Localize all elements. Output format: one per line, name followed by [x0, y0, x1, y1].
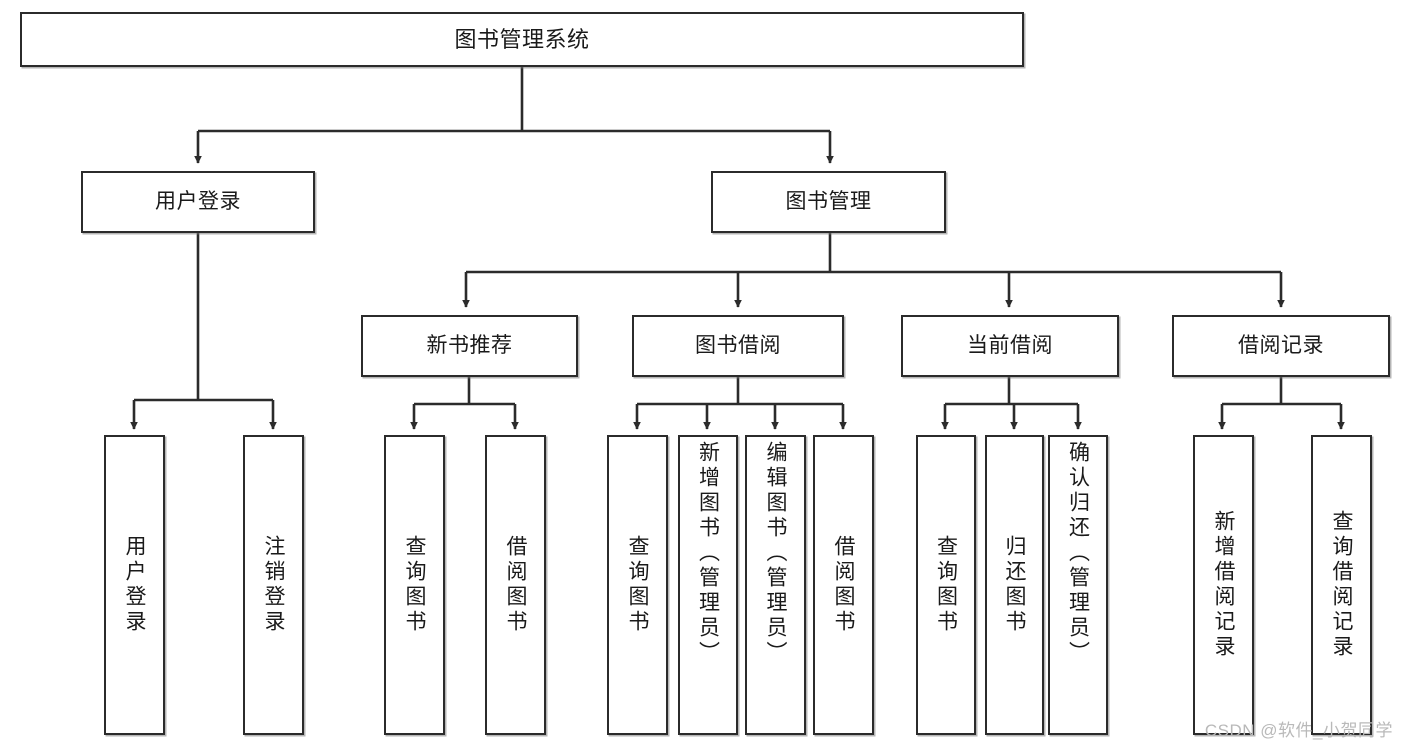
node-label: 借阅图书	[832, 535, 855, 635]
node-label: 新增借阅记录	[1212, 510, 1235, 660]
leaf-user-logout[interactable]: 注销登录	[243, 435, 304, 735]
node-label: 新增图书（管理员）	[696, 441, 720, 666]
leaf-add-book[interactable]: 新增图书（管理员）	[678, 435, 738, 735]
node-root-system[interactable]: 图书管理系统	[20, 12, 1024, 67]
node-label: 用户登录	[155, 189, 241, 213]
leaf-query-book-current[interactable]: 查询图书	[916, 435, 976, 735]
node-label: 查询图书	[934, 535, 958, 635]
node-label: 新书推荐	[426, 333, 513, 357]
leaf-add-borrow-record[interactable]: 新增借阅记录	[1193, 435, 1254, 735]
watermark-text: CSDN @软件_小贺同学	[1204, 721, 1393, 740]
node-borrow-record[interactable]: 借阅记录	[1172, 315, 1390, 377]
node-label: 查询图书	[403, 535, 426, 635]
leaf-confirm-return[interactable]: 确认归还（管理员）	[1048, 435, 1108, 735]
leaf-query-book-borrow[interactable]: 查询图书	[607, 435, 668, 735]
node-label: 当前借阅	[967, 333, 1053, 357]
leaf-borrow-book-recommend[interactable]: 借阅图书	[485, 435, 546, 735]
node-book-management[interactable]: 图书管理	[711, 171, 946, 233]
leaf-user-login[interactable]: 用户登录	[104, 435, 165, 735]
leaf-query-borrow-record[interactable]: 查询借阅记录	[1311, 435, 1372, 735]
node-label: 图书管理	[785, 189, 872, 213]
node-label: 查询借阅记录	[1330, 510, 1353, 660]
leaf-borrow-book[interactable]: 借阅图书	[813, 435, 874, 735]
node-label: 确认归还（管理员）	[1066, 441, 1090, 666]
node-label: 查询图书	[626, 535, 649, 635]
node-label: 借阅记录	[1238, 333, 1324, 357]
leaf-return-book[interactable]: 归还图书	[985, 435, 1044, 735]
node-book-borrow[interactable]: 图书借阅	[632, 315, 844, 377]
leaf-query-book-recommend[interactable]: 查询图书	[384, 435, 445, 735]
node-label: 注销登录	[262, 535, 285, 635]
node-label: 借阅图书	[504, 535, 527, 635]
node-user-login[interactable]: 用户登录	[81, 171, 315, 233]
node-label: 用户登录	[123, 535, 146, 635]
node-label: 归还图书	[1003, 535, 1026, 635]
node-new-book-recommend[interactable]: 新书推荐	[361, 315, 578, 377]
node-label: 编辑图书（管理员）	[764, 441, 787, 666]
node-label: 图书借阅	[695, 333, 781, 357]
leaf-edit-book[interactable]: 编辑图书（管理员）	[745, 435, 806, 735]
node-label: 图书管理系统	[454, 26, 590, 52]
node-current-borrow[interactable]: 当前借阅	[901, 315, 1119, 377]
